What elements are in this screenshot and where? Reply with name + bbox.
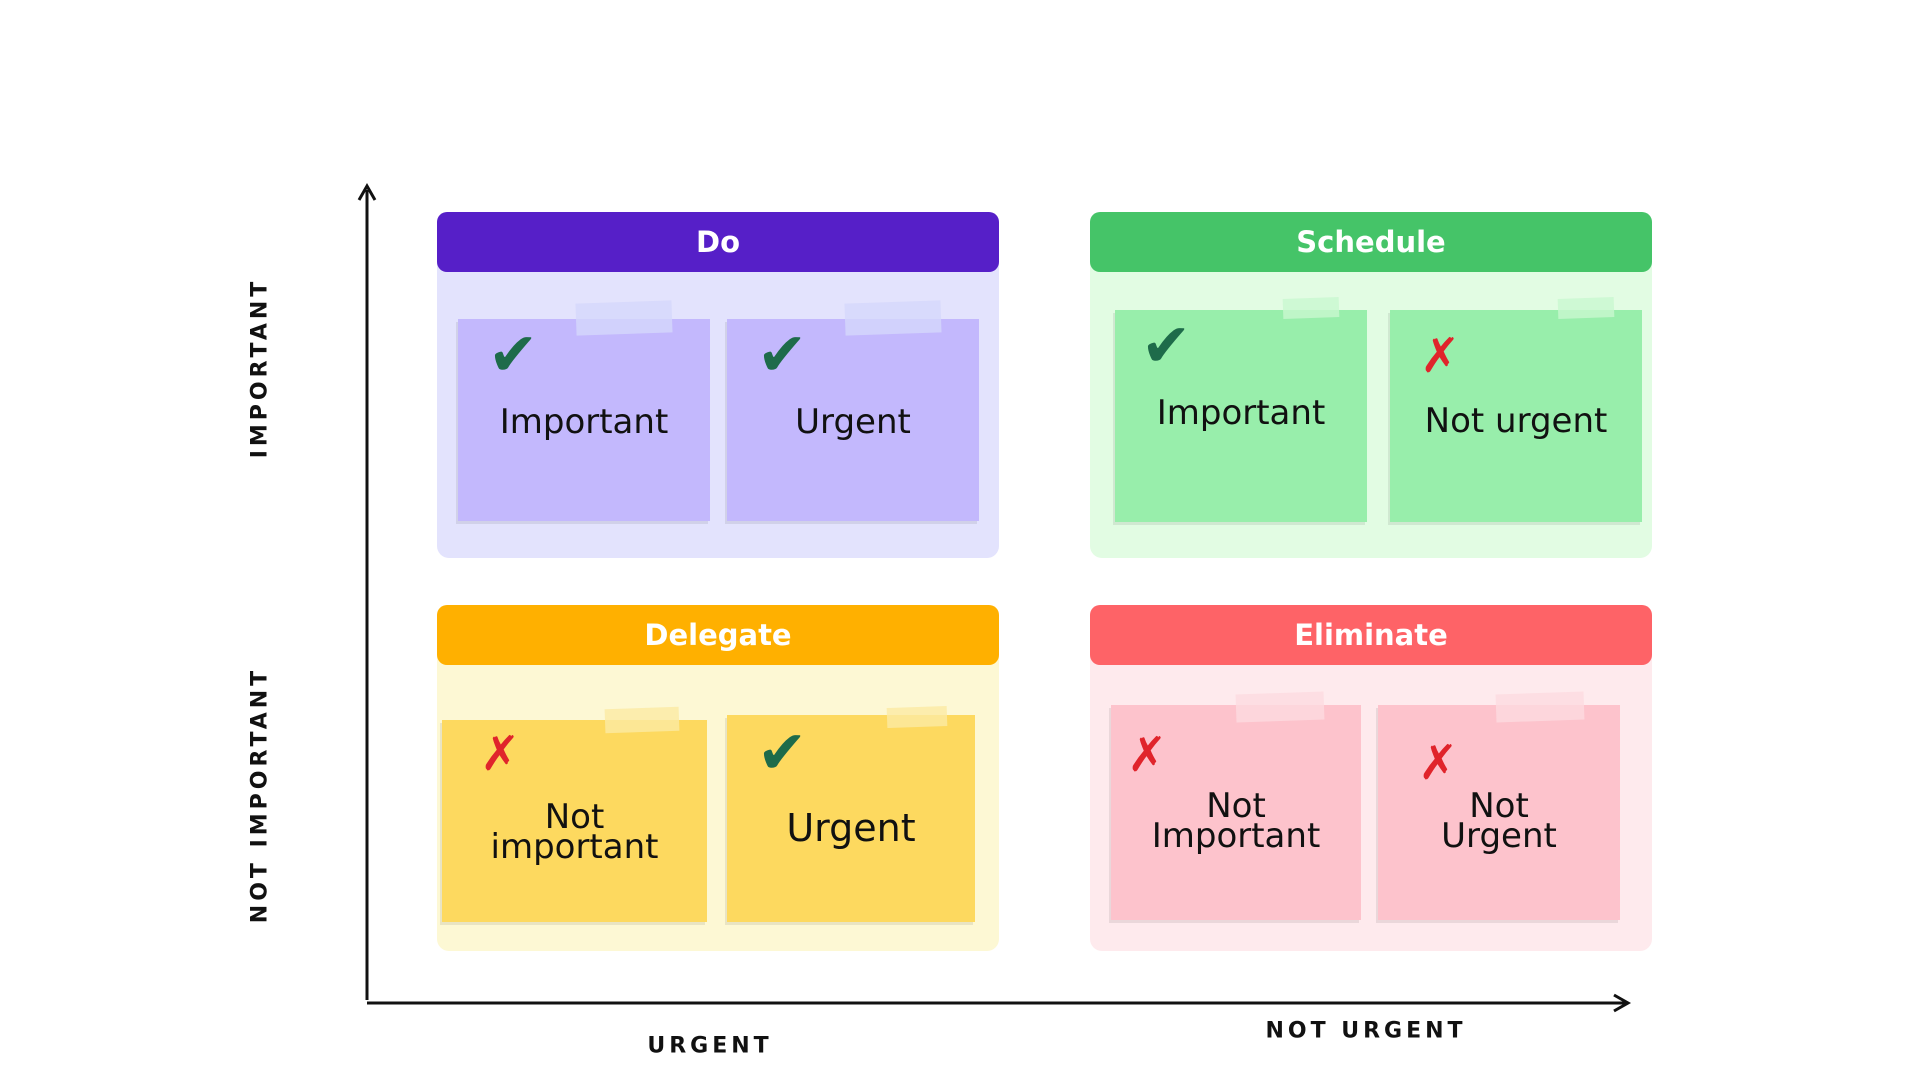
note-text: Not important bbox=[442, 802, 707, 862]
tape bbox=[1236, 691, 1325, 722]
cross-icon: ✗ bbox=[1127, 731, 1167, 779]
note-text: Not urgent bbox=[1390, 406, 1642, 436]
x-axis-label-not-urgent: NOT URGENT bbox=[1265, 1019, 1466, 1044]
tape bbox=[1496, 691, 1585, 722]
sticky-note: ✗ Not Urgent bbox=[1378, 705, 1620, 920]
note-text: Not Important bbox=[1111, 791, 1361, 851]
cross-icon: ✗ bbox=[1420, 332, 1460, 380]
cross-icon: ✗ bbox=[1418, 739, 1458, 787]
quadrant-header: Delegate bbox=[437, 605, 999, 665]
tape bbox=[575, 300, 672, 335]
check-icon: ✔ bbox=[757, 325, 807, 385]
y-axis-label-important: IMPORTANT bbox=[248, 278, 273, 459]
x-axis-label-urgent: URGENT bbox=[647, 1034, 772, 1059]
note-text: Urgent bbox=[727, 407, 979, 437]
check-icon: ✔ bbox=[757, 723, 807, 783]
check-icon: ✔ bbox=[1141, 316, 1191, 376]
y-axis-label-not-important: NOT IMPORTANT bbox=[248, 667, 273, 923]
sticky-note: ✔ Important bbox=[458, 319, 710, 521]
quadrant-header: Eliminate bbox=[1090, 605, 1652, 665]
note-text: Important bbox=[1115, 398, 1367, 428]
note-text: Urgent bbox=[727, 813, 975, 843]
tape bbox=[844, 300, 941, 335]
note-text: Important bbox=[458, 407, 710, 437]
note-text: Not Urgent bbox=[1378, 791, 1620, 851]
check-icon: ✔ bbox=[488, 325, 538, 385]
sticky-note: ✗ Not important bbox=[442, 720, 707, 922]
quadrant-eliminate: Eliminate ✗ Not Important ✗ Not Urgent bbox=[1090, 605, 1652, 951]
tape bbox=[605, 707, 680, 734]
quadrant-header: Do bbox=[437, 212, 999, 272]
sticky-note: ✔ Urgent bbox=[727, 715, 975, 922]
quadrant-do: Do ✔ Important ✔ Urgent bbox=[437, 212, 999, 558]
sticky-note: ✔ Important bbox=[1115, 310, 1367, 522]
tape bbox=[1283, 297, 1340, 319]
cross-icon: ✗ bbox=[480, 730, 520, 778]
quadrant-schedule: Schedule ✔ Important ✗ Not urgent bbox=[1090, 212, 1652, 558]
sticky-note: ✗ Not Important bbox=[1111, 705, 1361, 920]
sticky-note: ✔ Urgent bbox=[727, 319, 979, 521]
quadrant-header: Schedule bbox=[1090, 212, 1652, 272]
tape bbox=[1558, 297, 1615, 319]
quadrant-delegate: Delegate ✗ Not important ✔ Urgent bbox=[437, 605, 999, 951]
sticky-note: ✗ Not urgent bbox=[1390, 310, 1642, 522]
tape bbox=[887, 706, 948, 728]
